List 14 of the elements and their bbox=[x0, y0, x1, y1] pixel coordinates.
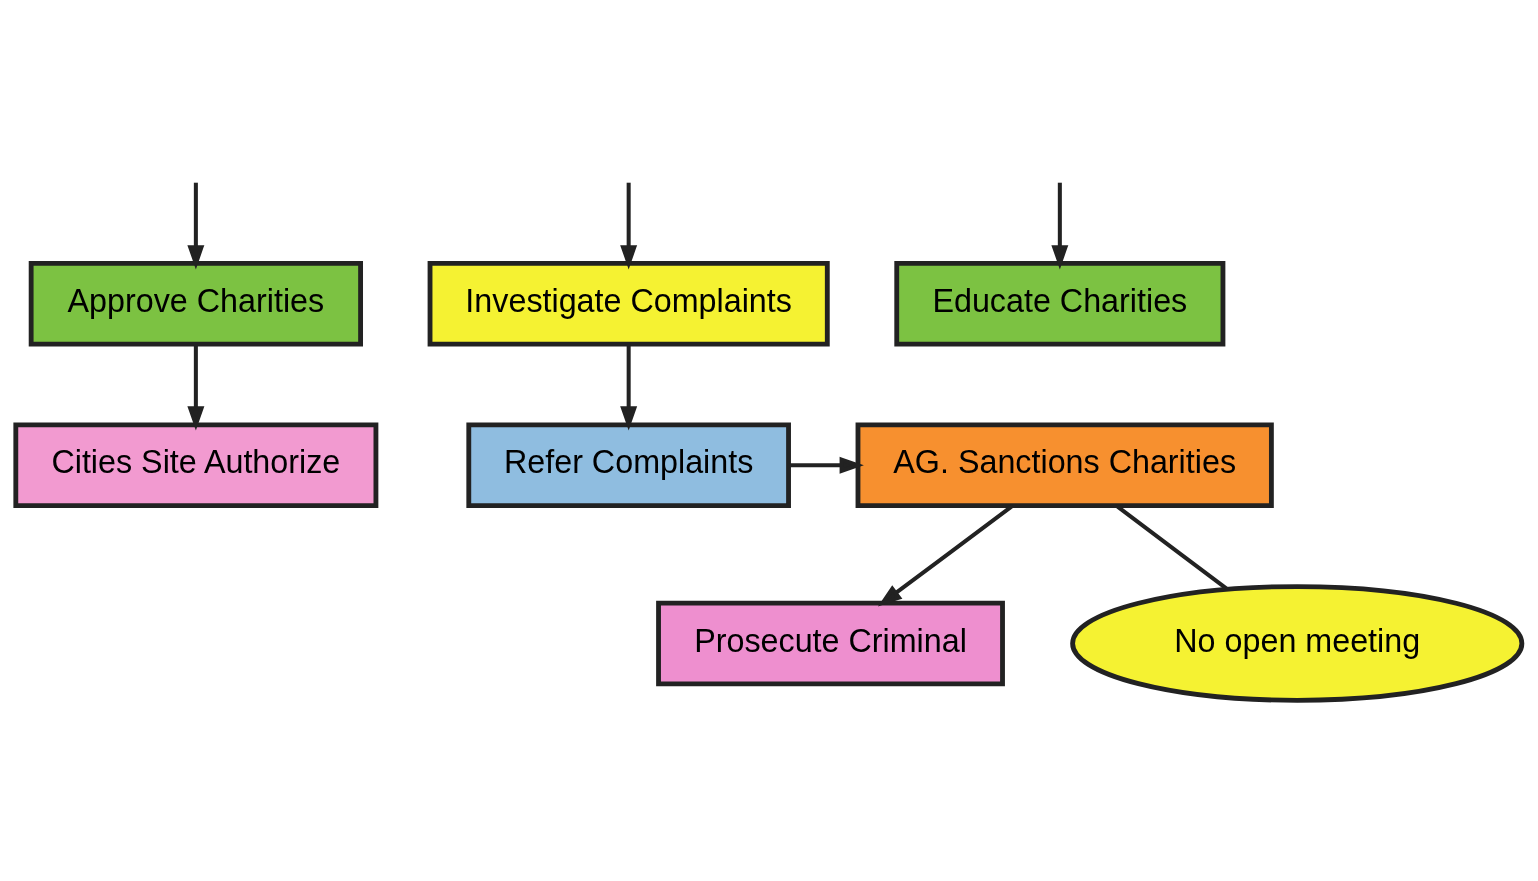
node-box: AG. Sanctions Charities bbox=[855, 421, 1274, 508]
node-box: Investigate Complaints bbox=[427, 260, 830, 347]
node-box: Educate Charities bbox=[894, 260, 1226, 347]
arrow bbox=[788, 456, 864, 474]
arrow bbox=[620, 343, 638, 430]
node-box: Refer Complaints bbox=[466, 421, 791, 508]
node-box: Prosecute Criminal bbox=[656, 600, 1005, 686]
node-box: Cities Site Authorize bbox=[13, 421, 379, 508]
arrow bbox=[1051, 182, 1069, 269]
arrow bbox=[187, 343, 205, 430]
node-ellipse: No open meeting bbox=[1070, 583, 1525, 703]
arrow bbox=[187, 182, 205, 269]
node-box: Approve Charities bbox=[28, 260, 363, 347]
arrow bbox=[620, 182, 638, 269]
